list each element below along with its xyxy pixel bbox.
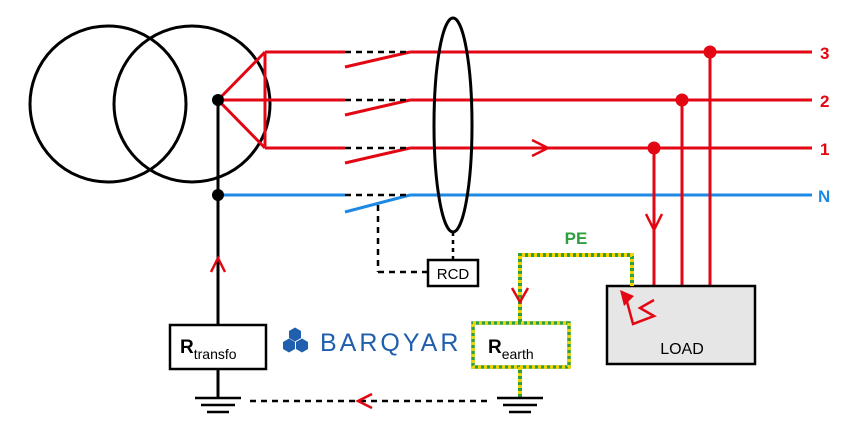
l2-tap-dot	[675, 93, 689, 107]
transformer-secondary-coil	[112, 24, 272, 184]
rcd-label: RCD	[437, 266, 470, 283]
earth-return-arrow	[355, 392, 373, 410]
r-transfo-box: Rtransfo	[168, 323, 268, 371]
earth-ground-icon-load	[497, 396, 543, 414]
r-transfo-label: Rtransfo	[180, 337, 237, 362]
conductor-l1	[265, 138, 812, 158]
rcd-toroid-sensor	[432, 16, 474, 234]
l1-current-arrow	[531, 138, 551, 158]
neutral-label: N	[818, 187, 830, 206]
pe-label: PE	[565, 229, 588, 248]
transformer-symbol	[28, 24, 272, 184]
neutral-junction-dot	[212, 189, 224, 201]
logo-text: BARQYAR	[320, 329, 461, 357]
l1-tap-dot	[647, 141, 661, 155]
line-2-label: 2	[820, 92, 829, 111]
hexagon-cluster-icon	[283, 327, 308, 353]
pe-current-arrow	[510, 287, 530, 305]
breaker-mechanical-link	[345, 50, 428, 274]
line-1-label: 1	[820, 140, 829, 159]
r-earth-box: Rearth	[471, 321, 571, 369]
line-3-label: 3	[820, 44, 829, 63]
r-earth-label: Rearth	[488, 337, 534, 362]
load-box: LOAD	[605, 284, 757, 366]
pe-conductor	[518, 253, 634, 323]
fault-arrow-head	[620, 290, 634, 306]
star-connection	[216, 50, 267, 150]
neutral-point-dot	[212, 94, 224, 106]
l1-drop-arrow	[644, 213, 664, 233]
fault-current-arrow-up	[209, 255, 227, 273]
load-label: LOAD	[660, 341, 704, 358]
load-drops	[652, 52, 712, 305]
transformer-primary-coil	[28, 24, 188, 184]
rcd-box: RCD	[426, 258, 480, 288]
barqyar-logo: BARQYAR	[283, 327, 461, 357]
insulation-fault-path	[624, 297, 657, 326]
rcd-breaker-contacts	[344, 50, 411, 214]
earth-ground-icon-transfo	[195, 396, 241, 414]
l3-tap-dot	[703, 45, 717, 59]
